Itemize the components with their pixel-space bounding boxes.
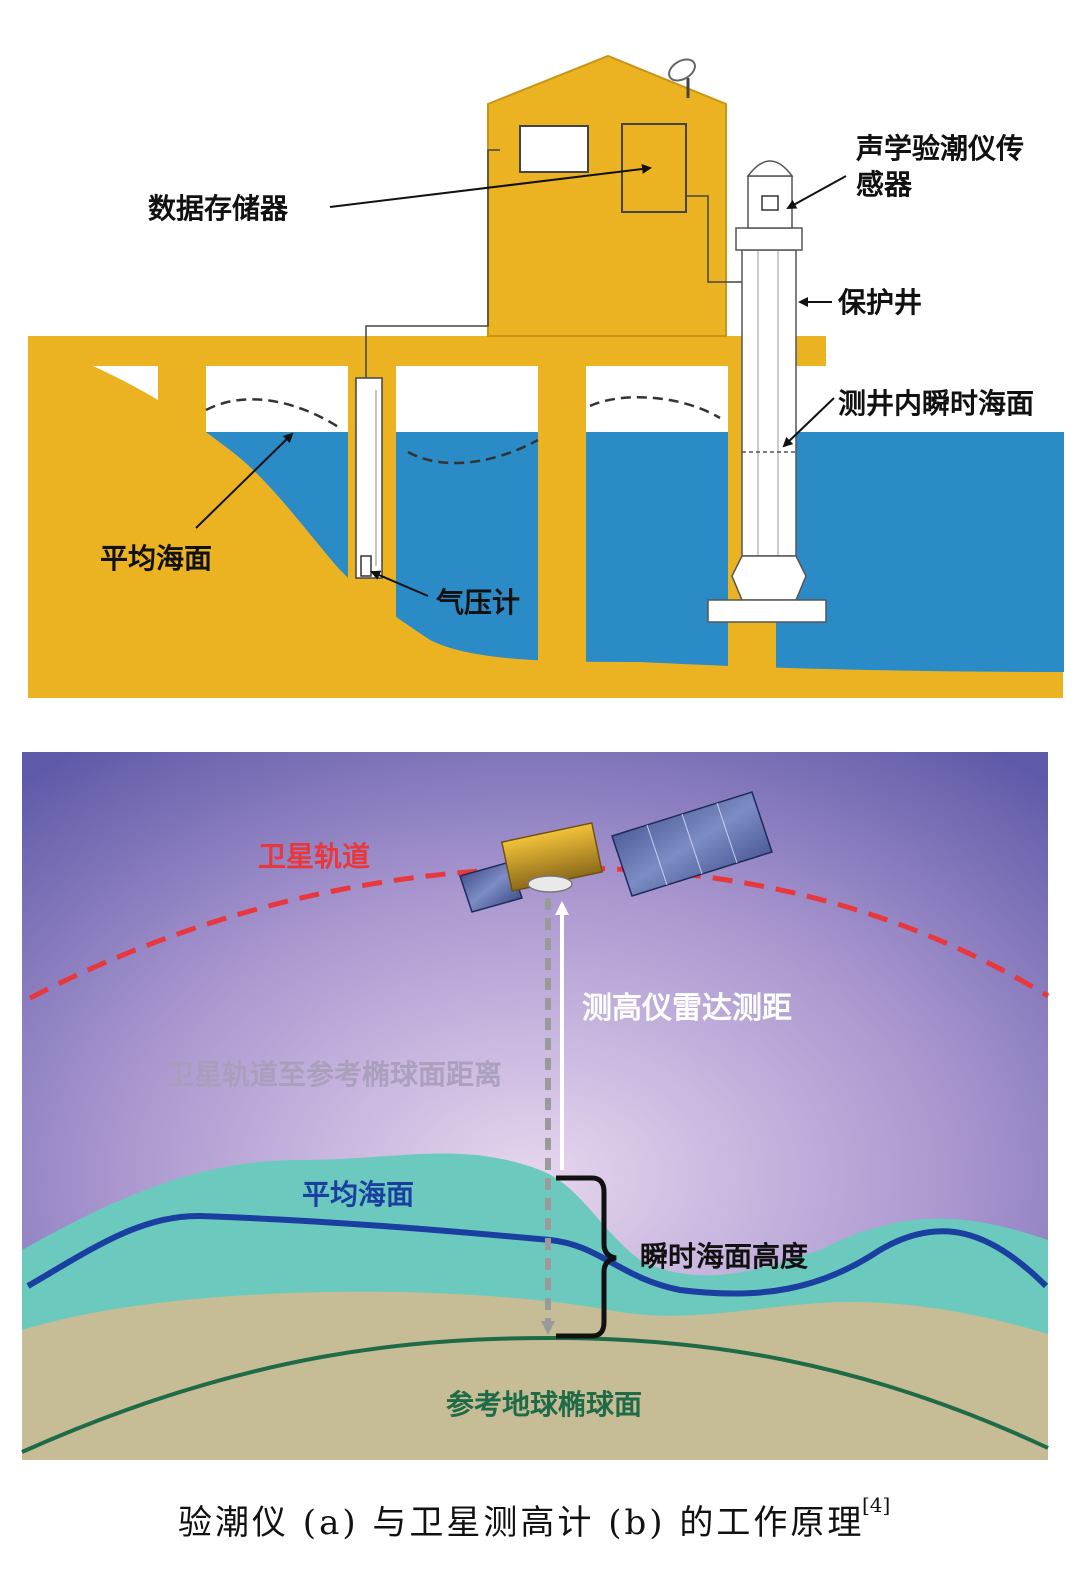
- label-barometer: 气压计: [435, 586, 520, 619]
- data-logger-box: [621, 123, 687, 213]
- label-acoustic-sensor-2: 感器: [856, 168, 913, 201]
- caption-reference: [4]: [862, 1493, 890, 1517]
- reference-ellipsoid-curve: [21, 1335, 1049, 1454]
- ground: [22, 1291, 1048, 1460]
- label-reference-ellipsoid: 参考地球椭球面: [446, 1388, 642, 1421]
- label-mean-sea-level-a: 平均海面: [100, 542, 212, 575]
- mean-sea-level-curve: [26, 1212, 1049, 1297]
- label-altimeter-range: 测高仪雷达测距: [582, 991, 792, 1026]
- stilling-well: [707, 160, 827, 623]
- label-satellite-orbit: 卫星轨道: [258, 840, 370, 873]
- label-orbit-to-ellipsoid: 卫星轨道至参考椭球面距离: [166, 1058, 502, 1091]
- caption-text: 验潮仪 (a) 与卫星测高计 (b) 的工作原理: [178, 1503, 864, 1543]
- label-mean-sea-level-b: 平均海面: [302, 1178, 414, 1211]
- label-acoustic-sensor-1: 声学验潮仪传: [856, 132, 1024, 165]
- pier-deck: [28, 336, 826, 366]
- instant-sea-surface-curve: [205, 396, 721, 465]
- label-stilling-well: 保护井: [838, 286, 922, 319]
- label-data-logger: 数据存储器: [148, 192, 289, 225]
- figure-caption: 验潮仪 (a) 与卫星测高计 (b) 的工作原理 [4]: [178, 1493, 890, 1543]
- label-instant-sea-in-well: 测井内瞬时海面: [838, 387, 1034, 420]
- barometer-tube: [355, 377, 383, 579]
- satellite-icon: [459, 791, 773, 913]
- sea-height-brace: [556, 1175, 617, 1339]
- panel-b-altimeter: 卫星轨道 测高仪雷达测距 卫星轨道至参考椭球面距离 平均海面 瞬时海面高度 参考…: [21, 752, 1050, 1460]
- antenna-icon: [668, 58, 696, 98]
- panel-a-tide-gauge: 数据存储器 声学验潮仪传 感器 保护井 测井内瞬时海面 平均海面 气压计: [0, 0, 1080, 720]
- label-instant-sea-height: 瞬时海面高度: [640, 1240, 808, 1273]
- shore-and-seabed: [28, 340, 1063, 698]
